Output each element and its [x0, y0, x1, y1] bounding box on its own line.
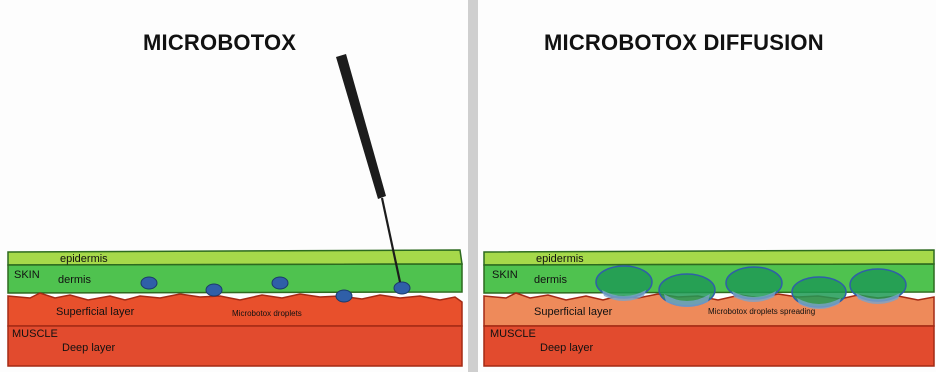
droplets-spreading-label: Microbotox droplets spreading: [708, 307, 815, 316]
droplet: [336, 290, 352, 302]
panel-microbotox-diffusion: MICROBOTOX DIFFUSION: [478, 0, 936, 372]
skin-label: SKIN: [14, 269, 40, 281]
muscle-label: MUSCLE: [12, 328, 58, 340]
spreading-droplet: [792, 277, 846, 309]
spreading-droplet: [596, 266, 652, 301]
epidermis-label: epidermis: [536, 253, 584, 265]
panel-microbotox: MICROBOTOX epidermis SKIN dermis: [0, 0, 468, 372]
needle: [336, 54, 400, 282]
epidermis-label: epidermis: [60, 253, 108, 265]
skin-diagram: epidermis SKIN dermis Superficial layer …: [478, 0, 936, 372]
spreading-droplet: [659, 274, 715, 307]
superficial-label: Superficial layer: [56, 306, 135, 318]
skin-diagram: epidermis SKIN dermis Superficial layer …: [0, 0, 468, 372]
spreading-droplet: [726, 267, 782, 302]
droplet: [141, 277, 157, 289]
panel-divider: [468, 0, 478, 372]
droplet: [272, 277, 288, 289]
superficial-label: Superficial layer: [534, 306, 613, 318]
muscle-label: MUSCLE: [490, 328, 536, 340]
droplets-label: Microbotox droplets: [232, 309, 302, 318]
droplet: [206, 284, 222, 296]
spreading-droplet: [850, 269, 906, 304]
skin-label: SKIN: [492, 269, 518, 281]
droplet: [394, 282, 410, 294]
dermis-label: dermis: [534, 274, 568, 286]
dermis-label: dermis: [58, 274, 92, 286]
deep-layer-label: Deep layer: [540, 342, 594, 354]
deep-layer-label: Deep layer: [62, 342, 116, 354]
